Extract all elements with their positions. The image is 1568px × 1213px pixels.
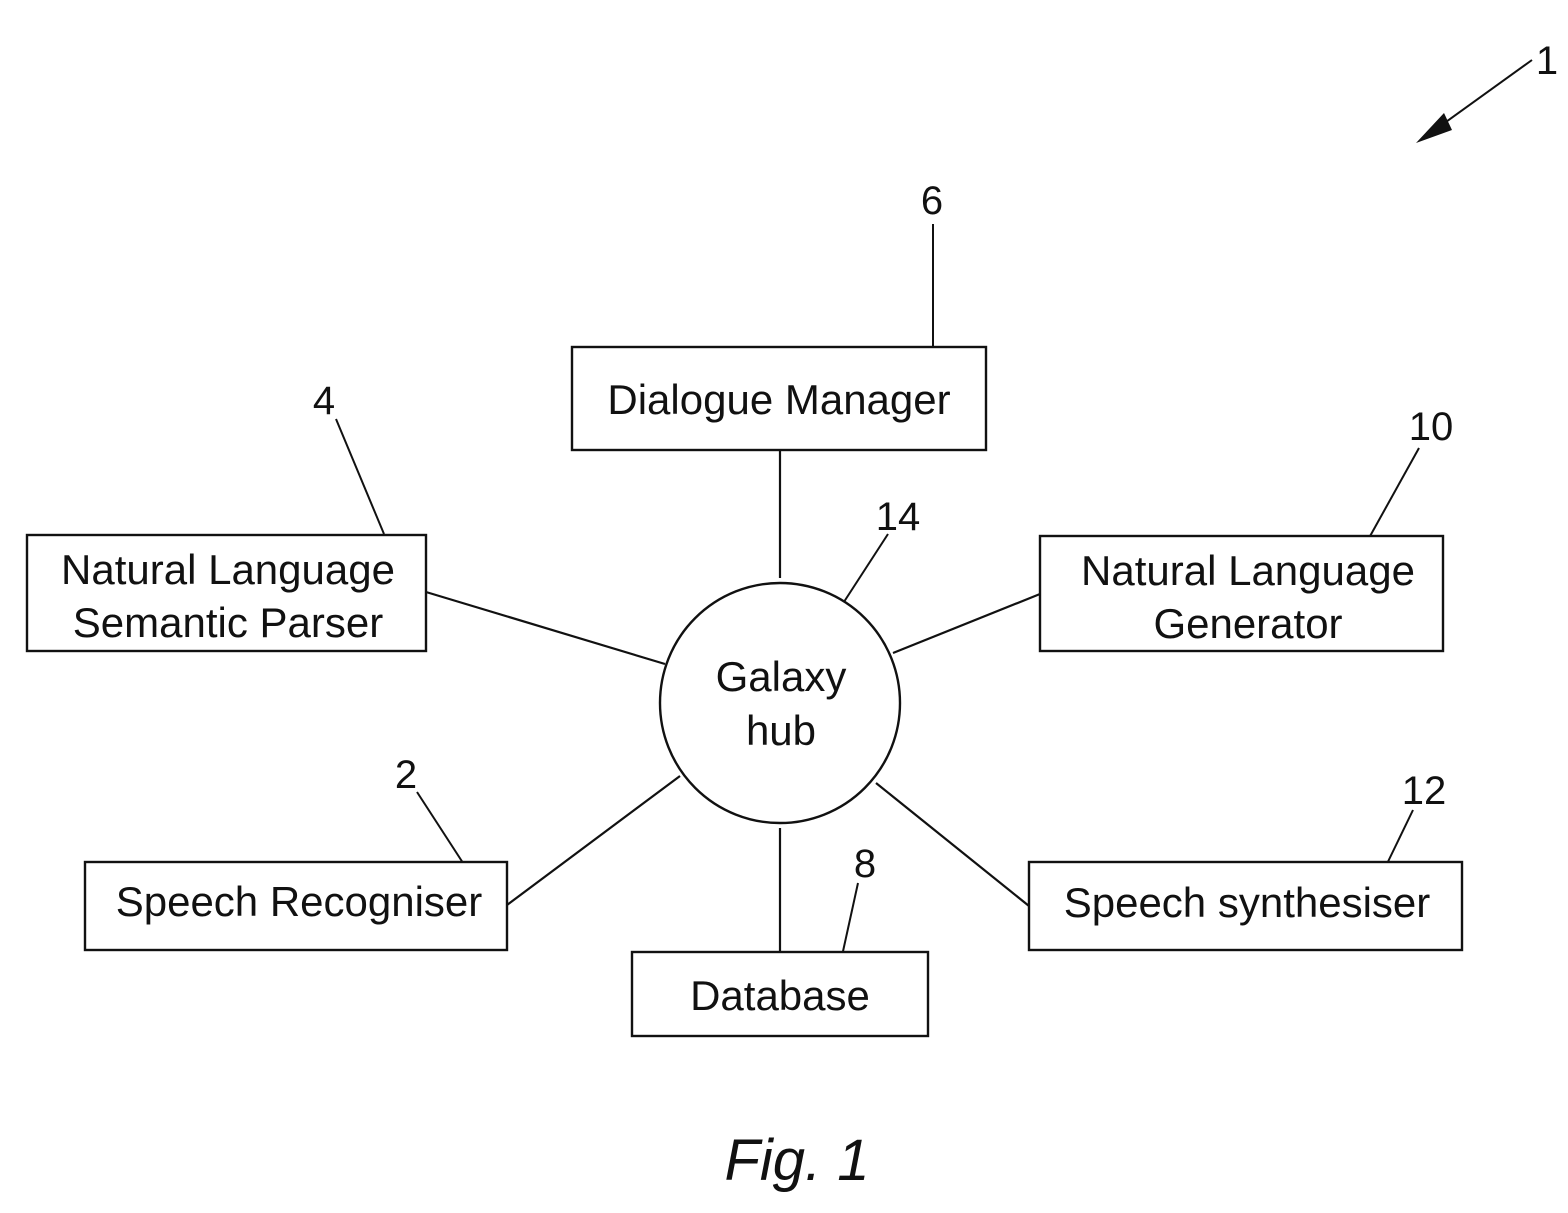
speech-synthesiser-label: Speech synthesiser (1064, 879, 1431, 926)
galaxy-hub-label-line2: hub (746, 707, 816, 754)
system-arrowhead (1416, 113, 1452, 143)
ref-numeral-system: 1 (1536, 39, 1558, 83)
speech-synthesiser-component: Speech synthesiser (1029, 862, 1462, 950)
speech-recogniser-component: Speech Recogniser (85, 862, 507, 950)
connector-speech-recogniser (507, 776, 680, 905)
nl-semantic-parser-label-line2: Semantic Parser (73, 599, 383, 646)
database-label: Database (690, 972, 870, 1019)
dialogue-manager-label: Dialogue Manager (607, 376, 950, 423)
leader-ref-14 (840, 534, 888, 608)
nl-generator-label-line2: Generator (1153, 600, 1342, 647)
ref-numeral-hub: 14 (876, 495, 921, 539)
leader-ref-10 (1369, 448, 1419, 538)
dialogue-manager-component: Dialogue Manager (572, 347, 986, 450)
ref-numeral-nl-parser: 4 (313, 379, 335, 423)
ref-numeral-dialogue-manager: 6 (921, 179, 943, 223)
nl-generator-component: Natural Language Generator (1040, 536, 1443, 651)
nl-semantic-parser-label-line1: Natural Language (61, 546, 395, 593)
galaxy-hub-component: Galaxy hub (660, 583, 900, 823)
figure-caption: Fig. 1 (724, 1128, 869, 1193)
ref-numeral-nl-generator: 10 (1409, 405, 1454, 449)
database-component: Database (632, 952, 928, 1036)
galaxy-hub-label-line1: Galaxy (716, 653, 847, 700)
speech-recogniser-label: Speech Recogniser (116, 878, 483, 925)
leader-ref-4 (336, 419, 384, 534)
reference-numerals: 1 6 4 10 14 2 8 12 (313, 39, 1558, 886)
connector-speech-synthesiser (876, 783, 1029, 906)
ref-numeral-database: 8 (854, 842, 876, 886)
nl-semantic-parser-component: Natural Language Semantic Parser (27, 535, 426, 651)
connector-nl-parser (426, 592, 665, 664)
leader-ref-2 (417, 792, 465, 866)
galaxy-hub-circle (660, 583, 900, 823)
ref-numeral-speech-synthesiser: 12 (1402, 769, 1447, 813)
nl-generator-label-line1: Natural Language (1081, 547, 1415, 594)
ref-numeral-speech-recogniser: 2 (395, 753, 417, 797)
connector-nl-generator (893, 594, 1040, 653)
